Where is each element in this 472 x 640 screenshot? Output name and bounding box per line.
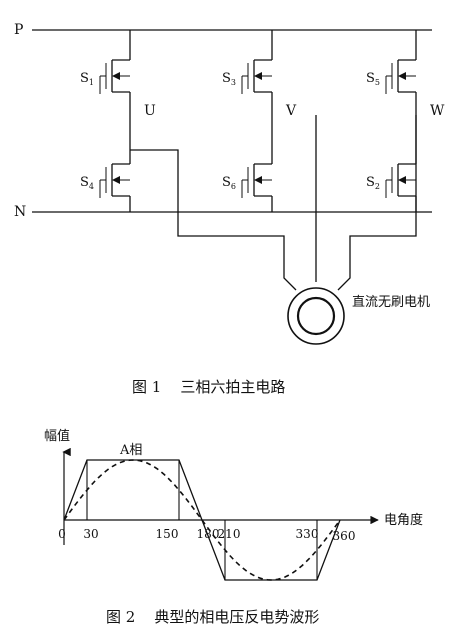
switch-u-upper-label: S1 bbox=[80, 71, 94, 87]
switch-u-lower: S4 bbox=[80, 163, 130, 198]
phase-w-label: W bbox=[430, 103, 445, 119]
switch-v-upper: S3 bbox=[222, 59, 272, 94]
u-motor-wire bbox=[130, 149, 297, 291]
phase-voltage-series bbox=[63, 459, 341, 581]
figure2-caption: 图 2 典型的相电压反电势波形 bbox=[106, 608, 319, 626]
switch-w-lower: S2 bbox=[366, 163, 416, 198]
x-tick-label: 150 bbox=[156, 527, 179, 541]
switch-v-lower-label: S6 bbox=[222, 175, 236, 191]
phase-v-label: V bbox=[285, 103, 297, 119]
n-rail-label: N bbox=[14, 204, 26, 220]
x-tick-label: 330 bbox=[296, 527, 319, 541]
x-tick-label: 180 bbox=[197, 527, 220, 541]
phase-u-label: U bbox=[144, 103, 156, 119]
motor-label: 直流无刷电机 bbox=[352, 295, 430, 310]
switch-w-lower-label: S2 bbox=[366, 175, 380, 191]
dc-brushless-motor bbox=[287, 287, 345, 345]
switch-v-upper-label: S3 bbox=[222, 71, 236, 87]
p-rail-label: P bbox=[14, 22, 23, 38]
y-axis-label: 幅值 bbox=[44, 428, 70, 444]
x-tick-label: 210 bbox=[218, 527, 241, 541]
x-axis-label: 电角度 bbox=[384, 512, 423, 528]
figure1-caption: 图 1 三相六拍主电路 bbox=[132, 378, 285, 396]
switch-w-upper-label: S5 bbox=[366, 71, 380, 87]
w-motor-wire bbox=[337, 115, 417, 291]
x-tick-label: 360 bbox=[333, 529, 356, 543]
switch-u-lower-label: S4 bbox=[80, 175, 94, 191]
series-layer bbox=[63, 459, 341, 581]
x-tick-label: 30 bbox=[83, 527, 98, 541]
x-tick-label: 0 bbox=[58, 527, 66, 541]
switch-u-upper: S1 bbox=[80, 59, 130, 94]
back-emf-series bbox=[63, 459, 341, 581]
switch-w-upper: S5 bbox=[366, 59, 416, 94]
phase-voltage-edges bbox=[86, 460, 318, 580]
switch-v-lower: S6 bbox=[222, 163, 272, 198]
phase-a-label: A相 bbox=[119, 443, 142, 458]
